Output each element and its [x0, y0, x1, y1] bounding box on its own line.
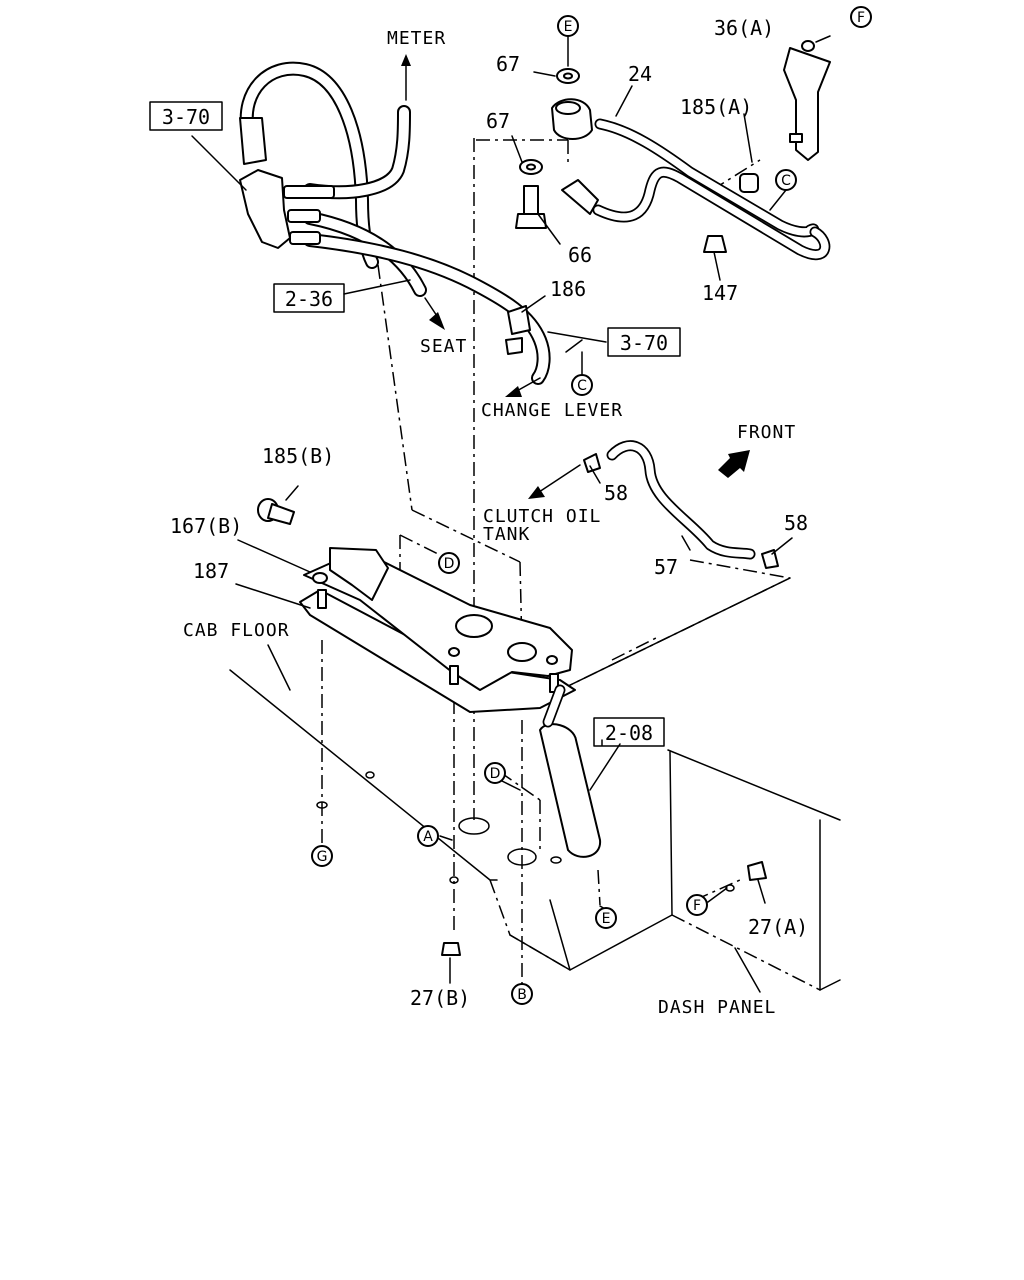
ref-box-2-08: 2-08	[593, 717, 665, 747]
callout-D-lower: D	[484, 762, 506, 784]
callout-B: B	[511, 983, 533, 1005]
ref-3-70-mid-label: 3-70	[620, 331, 668, 355]
callout-F-bottom: F	[686, 894, 708, 916]
part-67-mid-label: 67	[486, 109, 510, 133]
bracket-36a	[783, 35, 831, 161]
callout-G: G	[311, 845, 333, 867]
ref-3-70-top-label: 3-70	[162, 105, 210, 129]
ref-2-08-label: 2-08	[605, 721, 653, 745]
grommet-185b	[257, 498, 295, 525]
svg-text:F: F	[857, 10, 865, 26]
svg-text:E: E	[564, 19, 573, 35]
ref-box-2-36: 2-36	[273, 283, 345, 313]
svg-text:B: B	[517, 987, 527, 1003]
part-185b-label: 185(B)	[262, 444, 334, 468]
callout-E-top: E	[557, 15, 579, 37]
part-67-top-label: 67	[496, 52, 520, 76]
svg-text:E: E	[602, 911, 611, 927]
svg-text:D: D	[444, 556, 455, 572]
svg-text:C: C	[577, 378, 587, 394]
hose-57	[583, 440, 779, 569]
svg-text:G: G	[317, 849, 328, 865]
part-167b-label: 167(B)	[170, 514, 242, 538]
front-arrow-icon	[718, 450, 750, 478]
cab-floor-label: CAB FLOOR	[183, 620, 290, 641]
callout-C-mid: C	[571, 374, 593, 396]
center-lines	[321, 138, 791, 985]
clip-186	[505, 305, 531, 355]
direction-seat-label: SEAT	[420, 336, 467, 357]
callout-E-bottom: E	[595, 907, 617, 929]
callout-A: A	[417, 825, 439, 847]
dash-panel-outline	[667, 749, 841, 991]
part-27b-label: 27(B)	[410, 986, 470, 1010]
direction-front-label: FRONT	[737, 422, 796, 443]
part-57-label: 57	[654, 555, 678, 579]
ref-box-3-70-mid: 3-70	[607, 327, 681, 357]
hose-2-08	[539, 684, 602, 858]
svg-text:F: F	[693, 898, 701, 914]
part-185a-label: 185(A)	[680, 95, 752, 119]
part-58-right-label: 58	[784, 511, 808, 535]
svg-text:D: D	[490, 766, 501, 782]
pipe-24	[551, 98, 831, 261]
ref-box-3-70-top: 3-70	[149, 101, 223, 131]
direction-change-lever-label: CHANGE LEVER	[481, 400, 623, 421]
part-186-label: 186	[550, 277, 586, 301]
part-36a-label: 36(A)	[714, 16, 774, 40]
part-66-label: 66	[568, 243, 592, 267]
svg-text:A: A	[423, 829, 433, 845]
direction-arrows	[401, 54, 581, 499]
clutch-oil-tank-label: TANK	[483, 524, 530, 545]
part-187-label: 187	[193, 559, 229, 583]
dash-panel-label: DASH PANEL	[658, 997, 776, 1018]
part-24-label: 24	[628, 62, 652, 86]
wire-harness	[239, 61, 551, 385]
callout-C-upper: C	[775, 169, 797, 191]
washer-67-and-bolt-66	[515, 68, 727, 253]
part-58-left-label: 58	[604, 481, 628, 505]
floor-grommets	[316, 771, 767, 956]
callout-D-upper: D	[438, 552, 460, 574]
direction-meter-label: METER	[387, 28, 446, 49]
clutch-oil-label: CLUTCH OIL	[483, 506, 601, 527]
part-147-label: 147	[702, 281, 738, 305]
ref-2-36-label: 2-36	[285, 287, 333, 311]
bracket-plate-187	[299, 547, 576, 713]
svg-text:C: C	[781, 173, 791, 189]
cab-floor-outline	[229, 577, 791, 971]
part-27a-label: 27(A)	[748, 915, 808, 939]
callout-F-top: F	[850, 6, 872, 28]
